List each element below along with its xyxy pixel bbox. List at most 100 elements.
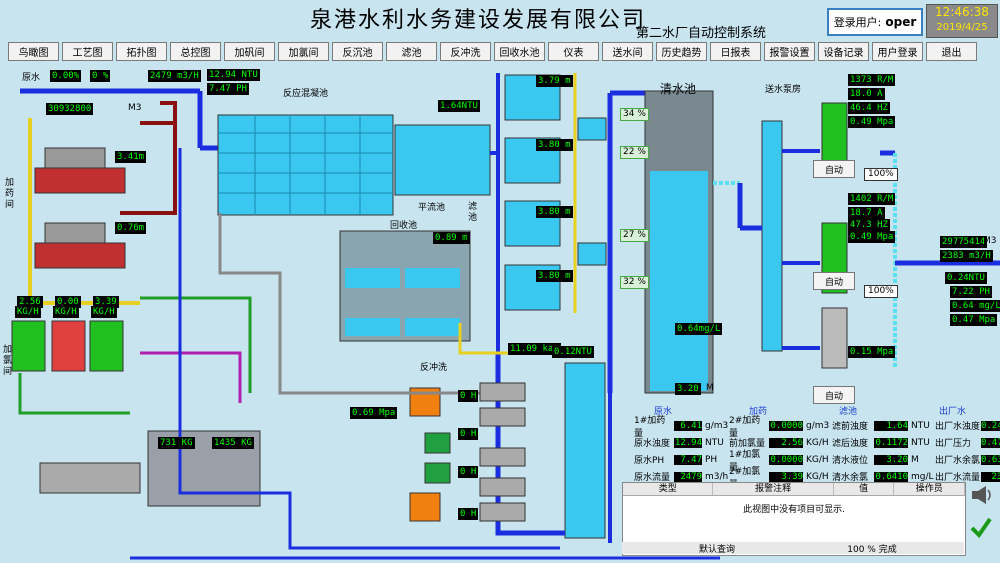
dosing-red-pipe-2 — [160, 101, 177, 123]
nav-button-11[interactable]: 送水间 — [602, 42, 653, 61]
pump-1-pct: 100% — [864, 168, 898, 181]
alarm-status-right: 100 % 完成 — [847, 545, 897, 555]
nav-button-8[interactable]: 反冲洗 — [440, 42, 491, 61]
nav-button-1[interactable]: 工艺图 — [62, 42, 113, 61]
pump-2-pct: 100% — [864, 285, 898, 298]
nav-button-9[interactable]: 回收水池 — [494, 42, 545, 61]
nav-button-2[interactable]: 拓扑图 — [116, 42, 167, 61]
label-pump-room: 送水泵房 — [765, 85, 802, 95]
chlorine-tank-right: 1435 KG — [212, 437, 254, 449]
nav-button-16[interactable]: 用户登录 — [872, 42, 923, 61]
nav-button-12[interactable]: 历史趋势 — [656, 42, 707, 61]
pump-3-body — [821, 307, 848, 369]
nav-button-15[interactable]: 设备记录 — [818, 42, 869, 61]
table-label: g/m3 — [705, 420, 729, 431]
table-label: 出厂水余氯 — [935, 456, 981, 466]
blower-h1: 0 H — [458, 390, 479, 402]
table-label: 1#加氯量 — [729, 449, 761, 473]
inlet-pct1: 0.00% — [50, 70, 82, 82]
alarm-col-operator[interactable]: 操作员 — [894, 483, 965, 495]
inlet-total: 30932800 — [46, 103, 94, 115]
nav-button-5[interactable]: 加氯间 — [278, 42, 329, 61]
table-label: mg/L — [911, 471, 934, 482]
header: 泉港水利水务建设发展有限公司 第二水厂自动控制系统 登录用户: oper 12:… — [0, 0, 1000, 42]
table-head-outlet: 出厂水 — [939, 406, 967, 417]
table-label: 原水浊度 — [634, 439, 671, 449]
pump-2-rpm: 1402 R/M — [848, 193, 896, 205]
outlet-ntu: 0.24NTU — [945, 272, 987, 284]
login-indicator[interactable]: 登录用户: oper — [827, 8, 923, 36]
label-dosing-room: 加药间 — [5, 178, 15, 210]
table-value: 12.94 — [674, 437, 702, 448]
chlorinator-2-val: 0.00 — [55, 296, 81, 308]
nav-button-0[interactable]: 鸟瞰图 — [8, 42, 59, 61]
alarm-header: 类型 报警注释 值 操作员 — [623, 483, 965, 496]
chlorinator-2-unit: KG/H — [53, 306, 79, 318]
label-flat-tank: 平流池 — [418, 203, 446, 213]
dosing-mixer-2 — [44, 222, 106, 244]
alarm-col-type[interactable]: 类型 — [623, 483, 714, 495]
clock-date: 2019/4/25 — [936, 22, 988, 33]
table-label: 原水流量 — [634, 473, 671, 483]
outlet-total: 29775414 — [940, 236, 988, 248]
table-label: NTU — [911, 420, 930, 431]
pump-2-auto-button[interactable]: 自动 — [813, 272, 855, 290]
label-raw-water: 原水 — [22, 73, 41, 83]
label-chlorine-room: 加氯间 — [3, 345, 13, 377]
blower-h2: 0 H — [458, 428, 479, 440]
clear-pool-level: 3.20 — [675, 383, 701, 395]
filter-4-level: 3.80 m — [536, 270, 573, 282]
chlorinator-3-unit: KG/H — [91, 306, 117, 318]
reaction-tank — [217, 114, 394, 216]
pump-3-auto-button[interactable]: 自动 — [813, 386, 855, 404]
checkmark-icon[interactable] — [970, 516, 992, 539]
inlet-total-unit: M3 — [128, 103, 142, 113]
inlet-ph: 7.47 PH — [207, 83, 249, 95]
chlorinator-2 — [51, 320, 86, 372]
clear-pool-cl: 0.64mg/L — [675, 323, 723, 335]
alarm-status-left: 默认查询 — [698, 545, 735, 555]
company-title: 泉港水利水务建设发展有限公司 — [310, 8, 647, 33]
alarm-col-note[interactable]: 报警注释 — [713, 483, 834, 495]
nav-button-4[interactable]: 加矾间 — [224, 42, 275, 61]
nav-button-7[interactable]: 滤池 — [386, 42, 437, 61]
table-label: KG/H — [806, 471, 829, 482]
table-label: PH — [705, 454, 718, 465]
pump-1-amp: 18.0 A — [848, 88, 885, 100]
chlorinator-3-val: 3.39 — [93, 296, 119, 308]
label-filter: 滤池 — [468, 202, 478, 223]
nav-button-17[interactable]: 退出 — [926, 42, 977, 61]
label-backwash: 反冲洗 — [420, 363, 448, 373]
nav-button-6[interactable]: 反沉池 — [332, 42, 383, 61]
nav-button-10[interactable]: 仪表 — [548, 42, 599, 61]
nav-button-14[interactable]: 报警设置 — [764, 42, 815, 61]
alarm-col-value[interactable]: 值 — [834, 483, 895, 495]
table-label: 2#加药量 — [729, 415, 761, 439]
table-label: 出厂压力 — [935, 439, 972, 449]
outlet-flow: 2383 m3/H — [940, 250, 993, 262]
table-label: 滤前浊度 — [832, 422, 869, 432]
pump-2-mpa: 0.49 Mpa — [848, 231, 896, 243]
table-label: M — [911, 454, 919, 465]
speaker-icon[interactable] — [970, 484, 992, 506]
recovery-level: 0.89 m — [433, 232, 470, 244]
table-label: 出厂水流量 — [935, 473, 981, 483]
table-value: 0.6361 — [981, 454, 1000, 465]
table-value: 0.2442 — [981, 420, 1000, 431]
pump-2-amp: 18.7 A — [848, 207, 885, 219]
table-value: 2383 — [981, 471, 1000, 482]
clear-pool-water — [650, 171, 708, 391]
chlorinator-1-unit: KG/H — [15, 306, 41, 318]
chlorine-cabinet — [39, 462, 141, 494]
filter-2-pct: 22 % — [620, 146, 649, 159]
login-label: 登录用户: — [833, 16, 882, 29]
table-label: KG/H — [806, 437, 829, 448]
pump-1-auto-button[interactable]: 自动 — [813, 160, 855, 178]
nav-button-3[interactable]: 总控图 — [170, 42, 221, 61]
dosing-tank-2 — [34, 242, 126, 269]
clock-time: 12:46:38 — [935, 5, 989, 19]
nav-button-13[interactable]: 日报表 — [710, 42, 761, 61]
